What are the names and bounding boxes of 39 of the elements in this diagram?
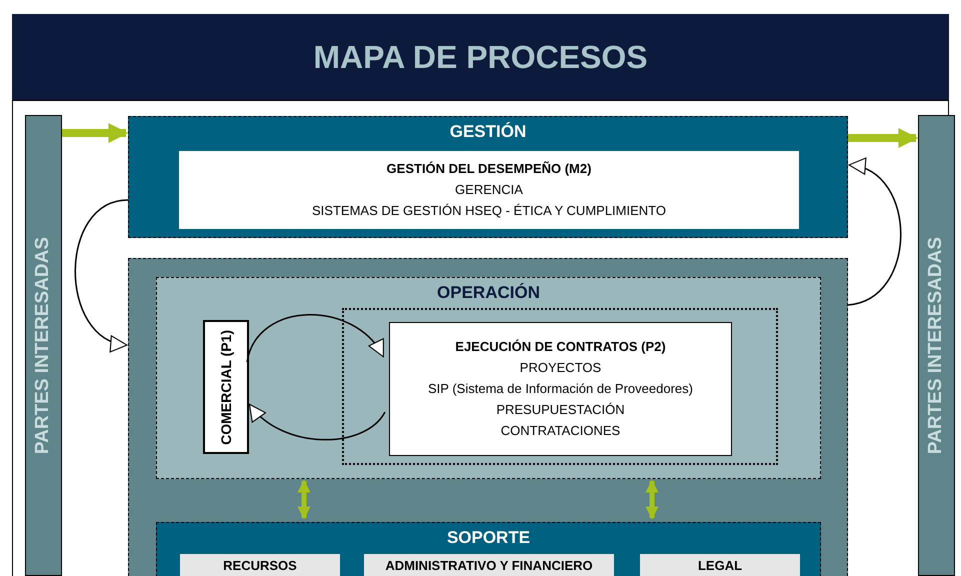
arrow [848,128,918,148]
arrow [298,480,310,520]
core-panel [128,258,848,576]
node-text: PROYECTOS [520,359,602,377]
node-text: LEGAL [698,557,742,576]
node-text: PARTES INTERESADAS [31,236,54,454]
support-box [180,554,340,576]
node-text: ADMINISTRATIVO Y FINANCIERO [385,557,593,576]
arrow [248,404,386,440]
node-text: PRESUPUESTACIÓN [496,401,625,419]
dotted-frame [342,308,778,465]
node-text: GERENCIA [455,181,523,199]
support-box [640,554,800,576]
node-text: EJECUCIÓN DE CONTRATOS (P2) [455,338,666,356]
node-text: COMERCIAL (P1) [216,330,235,444]
node-text: SIP (Sistema de Información de Proveedores) [428,380,693,398]
node-text: CONTRATACIONES [500,422,620,440]
node-text: GESTIÓN [450,121,526,143]
node-text: PARTES INTERESADAS [924,236,948,454]
node-text: SISTEMAS DE GESTIÓN HSEQ - ÉTICA Y CUMPLIMIENTO [312,202,666,220]
stakeholders-bar [25,115,62,576]
arrow [646,480,658,520]
title-text: MAPA DE PROCESOS [313,38,648,77]
node-text: RECURSOS [223,557,297,576]
node-text: GESTIÓN DEL DESEMPEÑO (M2) [386,160,592,178]
process-box [203,320,249,454]
operation-panel [156,277,821,479]
arrow [848,160,902,306]
stakeholders-bar [918,115,955,576]
arrow [74,199,128,350]
process-box [179,151,799,229]
node-text: SOPORTE [446,527,530,549]
arrow [62,123,128,143]
support-box [364,554,614,576]
process-box [389,322,732,456]
management-band [128,116,848,238]
node-text: OPERACIÓN [437,282,540,304]
support-panel [156,522,821,576]
arrow [246,314,384,362]
